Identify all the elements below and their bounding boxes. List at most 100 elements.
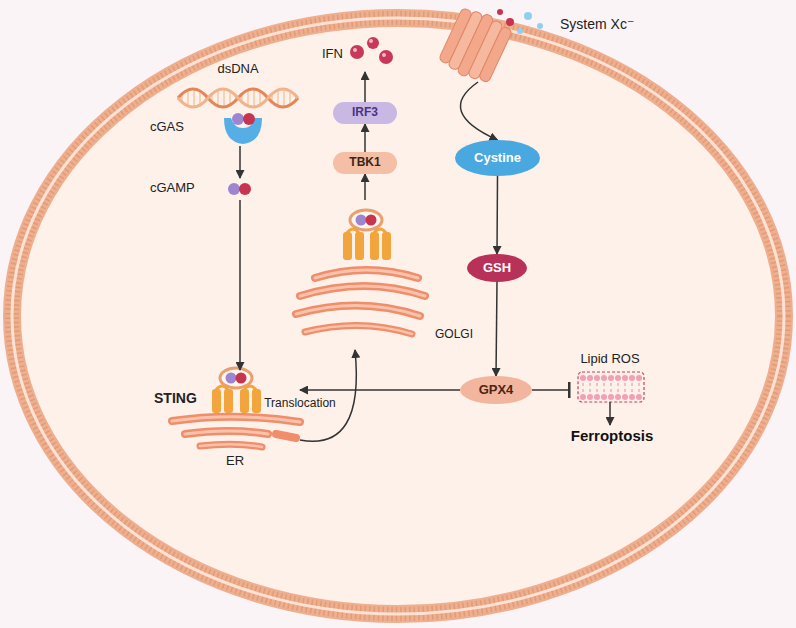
lipid-tail	[603, 389, 604, 392]
cgamp-part	[239, 183, 251, 195]
lipid-tail	[617, 389, 618, 392]
node-label: cGAMP	[150, 181, 195, 196]
lipid-label-box: Lipid ROS	[570, 352, 650, 402]
lipid-head	[636, 394, 642, 400]
lipid-tail	[596, 389, 597, 392]
transporter-label-box: System Xc⁻	[438, 12, 653, 82]
outcome-label: Ferroptosis	[562, 425, 663, 447]
cgamp-part	[243, 113, 255, 125]
node-label: cGAS	[150, 120, 184, 135]
lipid-tail	[582, 383, 583, 386]
arrow-connector	[239, 200, 241, 370]
lipid-bilayer	[578, 372, 644, 402]
lipid-tail	[582, 389, 583, 392]
arrow-connector	[460, 82, 497, 140]
enzyme-oval: GPX4	[460, 376, 532, 404]
node-label: GOLGI	[435, 328, 473, 342]
organelle-box: GOLGI	[285, 200, 485, 350]
node-label: Cystine	[474, 151, 521, 166]
node-label: TBK1	[349, 156, 380, 170]
lipid-tail	[589, 389, 590, 392]
dna-rung	[283, 88, 285, 108]
lipid-tail	[631, 389, 632, 392]
cgamp-part	[232, 113, 244, 125]
dna-rung	[217, 89, 219, 106]
dna-rung	[193, 88, 195, 108]
lipid-tail	[589, 383, 590, 386]
lipid-tail	[624, 383, 625, 386]
factor-pill: IRF3	[333, 102, 397, 124]
edge-label: Translocation	[264, 397, 336, 411]
arrow-connector	[300, 389, 460, 391]
kinase-pill: TBK1	[333, 152, 397, 174]
lipid-head	[580, 394, 586, 400]
lipid-head	[629, 375, 635, 381]
lipid-tail	[631, 383, 632, 386]
arrow-connector	[496, 282, 497, 376]
node-sublabel: ER	[226, 454, 244, 469]
lipid-tail	[638, 389, 639, 392]
cytokine-label-box: IFN	[318, 38, 413, 72]
arrow-connector	[364, 72, 366, 102]
sting-golgi	[296, 210, 425, 334]
lipid-head	[608, 394, 614, 400]
lipid-head	[608, 375, 614, 381]
dna-rung	[223, 88, 225, 108]
lipid-head	[601, 394, 607, 400]
lipid-head	[594, 394, 600, 400]
illustration-label: dsDNA	[217, 62, 258, 77]
node-label: IRF3	[352, 106, 378, 120]
metabolite-oval: GSH	[467, 254, 527, 282]
arrow-connector	[364, 174, 366, 200]
lipid-head	[636, 375, 642, 381]
dna-rung	[187, 89, 189, 106]
node-label: Lipid ROS	[570, 352, 650, 367]
lipid-head	[615, 394, 621, 400]
molecule-label-box: cGAMP	[150, 178, 265, 200]
cgamp-part	[228, 183, 240, 195]
lipid-tail	[638, 383, 639, 386]
metabolite-oval: Cystine	[455, 140, 540, 176]
node-label: GSH	[483, 261, 511, 276]
dna-rung	[247, 89, 249, 106]
organelle-box: STING ER	[150, 370, 300, 470]
ifn-molecules	[350, 37, 393, 64]
lipid-head	[580, 375, 586, 381]
lipid-tail	[596, 383, 597, 386]
lipid-tail	[610, 383, 611, 386]
arrow-connector	[300, 350, 356, 441]
lipid-head	[594, 375, 600, 381]
dna-rung	[277, 89, 279, 106]
node-label: STING	[154, 390, 197, 406]
lipid-head	[629, 394, 635, 400]
dna-helix	[178, 88, 298, 108]
lipid-tail	[603, 383, 604, 386]
node-label: Ferroptosis	[571, 427, 654, 444]
enzyme-label-box: cGAS	[150, 112, 275, 146]
lipid-tail	[624, 389, 625, 392]
arrow-connector	[496, 176, 498, 254]
lipid-head	[622, 394, 628, 400]
lipid-head	[587, 394, 593, 400]
arrow-connector	[239, 146, 241, 178]
transporter	[437, 4, 515, 87]
arrow-connector	[609, 402, 611, 425]
lipid-head	[615, 375, 621, 381]
cell-membrane	[12, 18, 784, 614]
node-label: GPX4	[479, 383, 514, 398]
inhibition-line	[532, 389, 570, 391]
membrane-core	[12, 18, 784, 614]
lipid-tail	[617, 383, 618, 386]
transported-molecules	[497, 9, 543, 34]
arrow-connector	[364, 124, 366, 152]
node-label: System Xc⁻	[560, 16, 634, 32]
lipid-tail	[610, 389, 611, 392]
membrane-heads	[12, 18, 784, 614]
lipid-head	[587, 375, 593, 381]
dna-rung	[253, 88, 255, 108]
lipid-head	[601, 375, 607, 381]
lipid-head	[622, 375, 628, 381]
node-label: IFN	[322, 47, 343, 62]
